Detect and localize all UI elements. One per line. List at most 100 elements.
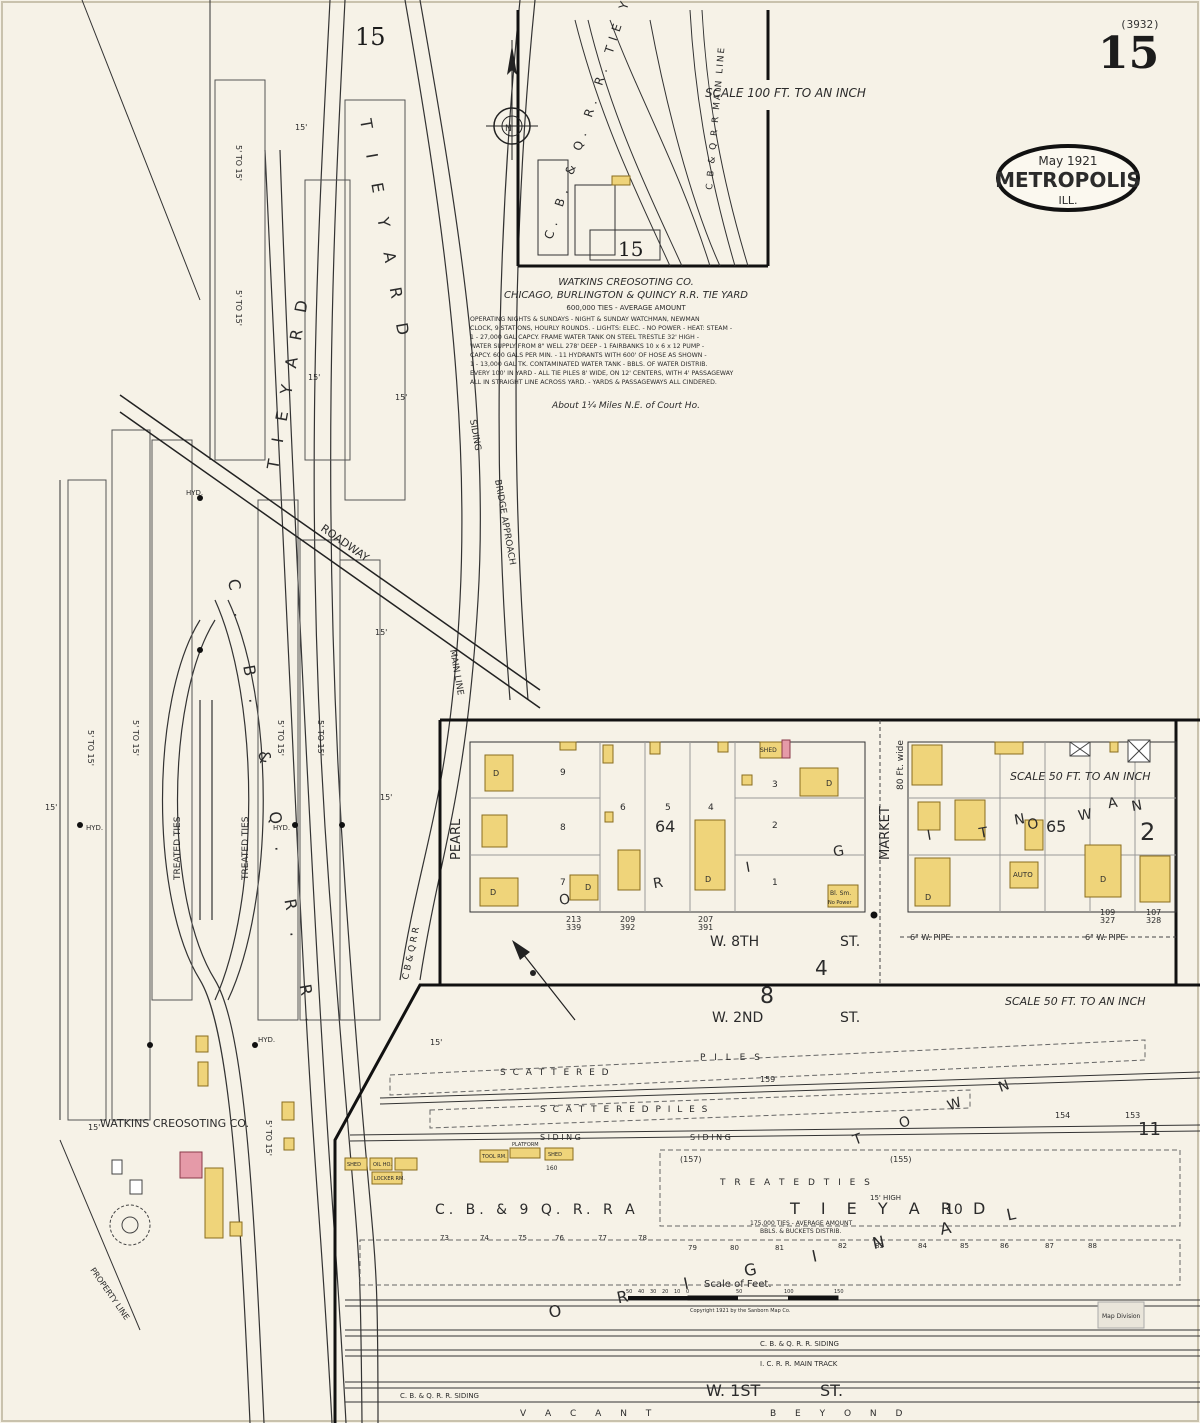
hydrant [197,647,203,653]
addr: 328 [1146,916,1161,925]
five-to-15-c: 5' TO 15' [86,730,95,766]
north-arrow-icon: N [486,40,538,160]
fifteen-c: 15' [395,393,407,402]
lot-number: 88 [1088,1242,1097,1250]
lot-number: 77 [598,1234,607,1242]
brick-building [781,739,791,759]
cartouche-state: ILL. [1059,194,1078,207]
section-8-label: 8 [760,984,774,1009]
hydrant [197,495,203,501]
fifteen-b: 15' [308,373,320,382]
addr: 207 [698,915,713,924]
vacant-label: V A C A N T [520,1409,659,1419]
lot-number: 74 [480,1234,489,1242]
company-amount: 600,000 TIES - AVERAGE AMOUNT [566,304,686,312]
lower-scale: SCALE 50 FT. TO AN INCH [1005,995,1146,1008]
lot-num: 9 [560,768,566,778]
stamp-text: Map Division [1102,1313,1141,1320]
shed [344,1157,368,1171]
num-label: (155) [890,1155,912,1164]
lot-number: 87 [1045,1242,1054,1250]
hydrant [147,1042,153,1048]
beyond-label: B E Y O N D [770,1409,910,1419]
lower-frame [333,983,1200,1423]
shed-label-2: SHED [548,1152,562,1158]
dwelling [1009,861,1039,889]
hydrant [77,822,83,828]
addr: 209 [620,915,635,924]
block-64 [469,741,866,913]
hydrant [339,822,345,828]
bridge-approach-label: BRIDGE APPROACH [492,479,517,566]
addr: 339 [566,923,581,932]
section-10-label: 10 [945,1202,963,1218]
lower-st-label: ST. [840,1010,860,1026]
fifteen-g: 15' [88,1123,100,1132]
platform-label: PLATFORM [512,1142,539,1148]
lot-num: 8 [560,823,566,833]
w1st-st-label: ST. [820,1381,843,1400]
scattered-label: S C A T T E R E D [500,1068,611,1078]
dwelling [917,801,941,831]
addr: 391 [698,923,713,932]
scale-bar: Scale of Feet. 50 40 30 20 10 0 50 100 1… [626,1279,844,1314]
inset-section-number: 15 [618,237,643,261]
tie-piles-left [67,79,406,1121]
lower-tracks [345,1071,1200,1403]
creosote-building [179,1151,203,1179]
watkins-plant [109,1035,295,1246]
oil-house [369,1157,393,1171]
no-power-label: No Power [828,900,852,906]
cbq-siding-label: C. B. & Q. R. R. SIDING [760,1340,839,1348]
lower-treated-ties: T R E A T E D T I E S [719,1178,873,1188]
fifteen-e: 15' [380,793,392,802]
lower-tie-yard-label: T I E Y A R D [789,1199,993,1218]
section-11-label: 11 [1138,1119,1161,1140]
num-label: 153 [1125,1111,1140,1120]
dwelling-d: D [1100,875,1106,884]
lot-number: 79 [688,1244,697,1252]
lot-number: 80 [730,1244,739,1252]
w1st-label: W. 1ST [706,1381,760,1400]
shed-label: SHED [347,1162,361,1168]
catalog-number: (3932) [1120,18,1160,31]
five-to-15-b: 5' TO 15' [234,290,243,326]
note-line-6: 1 - 13,000 GAL TK. CONTAMINATED WATER TA… [470,361,707,368]
addr: 107 [1146,908,1161,917]
section-4-label: 4 [815,956,828,980]
round-tank [109,1204,151,1246]
shed-label: SHED [760,747,777,754]
lot-numbers-row: 73 74 75 76 77 78 79 80 81 82 83 84 85 8… [440,1234,1097,1252]
hydrants [77,495,345,1048]
scale-tick: 10 [674,1289,680,1295]
siding-label: S I D I N G [690,1133,731,1142]
watkins-label: WATKINS CREOSOTING CO. [100,1117,249,1130]
dwelling [484,754,514,792]
num-label: (157) [680,1155,702,1164]
tool-room [479,1149,509,1163]
st-label: ST. [840,934,860,950]
platform [509,1147,541,1159]
inset-rail-label: C. B. & Q. R. R. TIE YARD [542,0,647,241]
market-width-label: 80 Ft. wide [896,740,906,790]
lower-piles [359,1039,1181,1286]
siding-label: SIDING [467,419,482,452]
dwelling-d: D [490,888,496,897]
note-line-7: EVERY 100' IN YARD - ALL TIE PILES 8' WI… [470,370,733,377]
lower-cbq-label: C. B. & 9 Q. R. R A [435,1202,639,1218]
lower-buildings [344,1147,574,1185]
hydrant-icon [870,911,878,919]
inset-rail-vertical: C B & Q R R MAIN LINE [705,45,728,190]
dwelling [479,877,519,907]
dwelling [481,814,508,848]
lot-number: 76 [555,1234,564,1242]
num-label: 154 [1055,1111,1070,1120]
inset-caption: WATKINS CREOSOTING CO. CHICAGO, BURLINGT… [470,277,748,411]
num-160: 160 [546,1165,558,1172]
lot-number: 75 [518,1234,527,1242]
hydrant [292,822,298,828]
lower-bbls: BBLS. & BUCKETS DISTRIB. [760,1228,842,1235]
five-to-15-f: 5' TO 15' [316,720,325,756]
title-cartouche: May 1921 METROPOLIS ILL. [995,144,1141,212]
